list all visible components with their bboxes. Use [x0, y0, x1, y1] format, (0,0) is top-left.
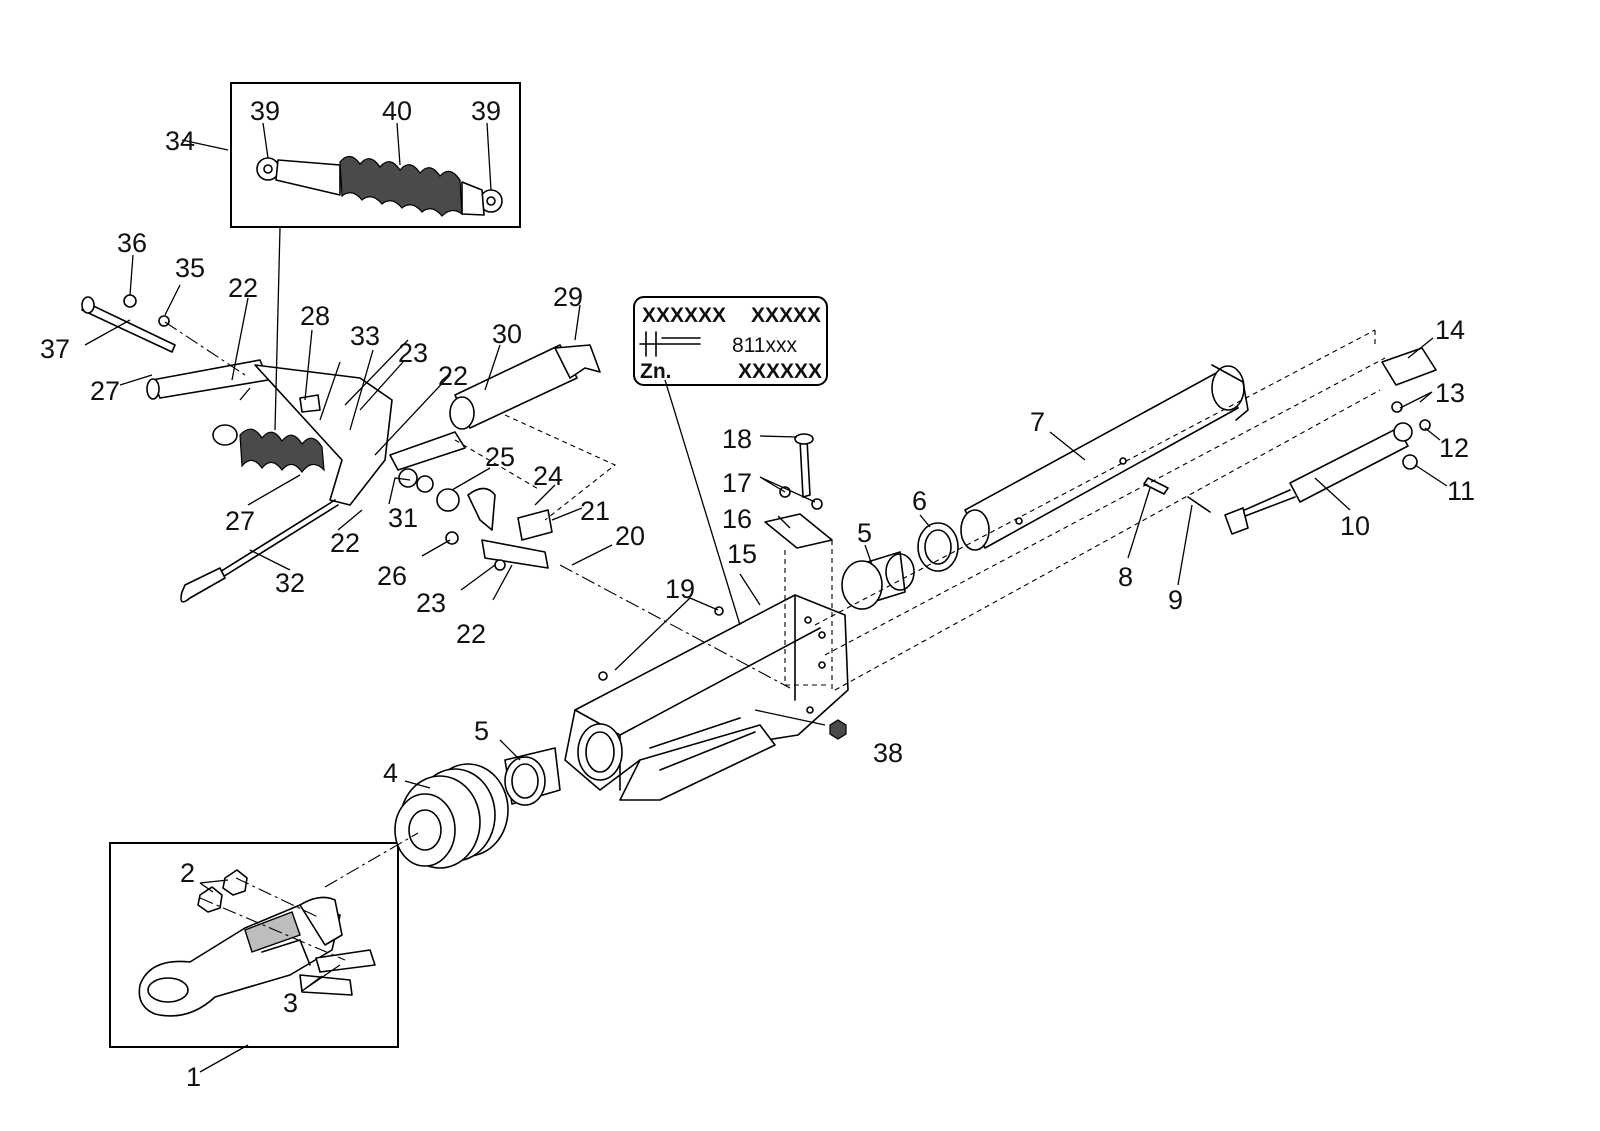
callout-24: 24	[533, 461, 563, 491]
callout-22-bottom: 22	[456, 619, 486, 649]
callout-35: 35	[175, 253, 205, 283]
drawbar-tube-7	[960, 364, 1249, 551]
bracket-14	[1381, 347, 1437, 386]
bushing-5-front	[504, 747, 561, 806]
callout-labels: 1 2 3 4 5 5 6 7 8 9 10 11 12 13 14 15 16…	[40, 96, 1475, 1092]
callout-34: 34	[165, 126, 195, 156]
callout-26: 26	[377, 561, 407, 591]
callout-9: 9	[1168, 585, 1183, 615]
callout-28: 28	[300, 301, 330, 331]
detail-box-shock-absorber	[230, 82, 521, 228]
nameplate-row1-left: XXXXXX	[642, 304, 726, 327]
callout-11: 11	[1447, 476, 1475, 506]
callout-23-lower: 23	[416, 588, 446, 618]
nameplate: XXXXXX XXXXX 811xxx Zn. XXXXXX	[633, 296, 828, 386]
callout-10: 10	[1340, 511, 1370, 541]
nameplate-row3-label: Zn.	[640, 360, 672, 383]
callout-36: 36	[117, 228, 147, 258]
callout-38: 38	[873, 738, 903, 768]
callout-17: 17	[722, 468, 752, 498]
grease-nipple-19a	[714, 606, 724, 616]
callout-5-rear: 5	[857, 518, 872, 548]
callout-30: 30	[492, 319, 522, 349]
callout-7: 7	[1030, 407, 1045, 437]
callout-15: 15	[727, 539, 757, 569]
callout-18: 18	[722, 424, 752, 454]
callout-25: 25	[485, 442, 515, 472]
nameplate-symbol-icon	[639, 331, 701, 357]
callout-1: 1	[186, 1062, 201, 1092]
bolt-18-head	[794, 433, 814, 445]
callout-23-upper: 23	[398, 338, 428, 368]
callout-5-front: 5	[474, 716, 489, 746]
callout-14: 14	[1435, 315, 1465, 345]
callout-13: 13	[1435, 378, 1465, 408]
callout-27-lower: 27	[225, 506, 255, 536]
washer-13	[1391, 401, 1403, 413]
rubber-bellow-4	[394, 763, 509, 869]
nameplate-frame	[633, 296, 828, 386]
nut-38	[829, 719, 847, 740]
detail-box-towing-eye	[109, 842, 399, 1048]
nameplate-row3-value: XXXXXX	[738, 360, 822, 383]
callout-22-left: 22	[228, 273, 258, 303]
callout-33: 33	[350, 321, 380, 351]
callout-31: 31	[388, 503, 418, 533]
washer-12	[1419, 419, 1431, 431]
grease-nipple-19b	[598, 671, 608, 681]
callout-22-right: 22	[438, 361, 468, 391]
callout-12: 12	[1439, 433, 1469, 463]
callout-8: 8	[1118, 562, 1133, 592]
pin-8	[1143, 477, 1169, 495]
screw-17b	[811, 498, 823, 510]
callout-4: 4	[383, 758, 398, 788]
callout-37: 37	[40, 334, 70, 364]
callout-21: 21	[580, 496, 610, 526]
towing-eye-part	[138, 869, 376, 1017]
spring-pin-9	[1187, 496, 1211, 513]
drawbar-housing-15	[564, 594, 849, 801]
leader-lines	[84, 122, 1448, 1073]
gas-spring-10	[1224, 422, 1413, 535]
callout-29: 29	[553, 282, 583, 312]
nut-11	[1402, 454, 1418, 470]
callout-2: 2	[180, 858, 195, 888]
bolt-18	[799, 439, 811, 498]
callout-39-right: 39	[471, 96, 501, 126]
plate-16	[764, 513, 833, 549]
callout-40: 40	[382, 96, 412, 126]
callout-16: 16	[722, 504, 752, 534]
callout-39-left: 39	[250, 96, 280, 126]
shock-absorber-detail	[256, 155, 503, 217]
callout-22-lower: 22	[330, 528, 360, 558]
callout-3: 3	[283, 988, 298, 1018]
bushing-5-rear	[841, 551, 915, 610]
nameplate-row2-value: 811xxx	[732, 334, 797, 357]
seal-ring-6	[917, 522, 959, 572]
callout-32: 32	[275, 568, 305, 598]
callout-6: 6	[912, 486, 927, 516]
callout-20: 20	[615, 521, 645, 551]
callout-27-upper: 27	[90, 376, 120, 406]
linkage-assembly	[81, 294, 601, 603]
assembly-lines	[164, 321, 1386, 961]
nameplate-row1-right: XXXXX	[751, 304, 821, 327]
callout-19: 19	[665, 574, 695, 604]
